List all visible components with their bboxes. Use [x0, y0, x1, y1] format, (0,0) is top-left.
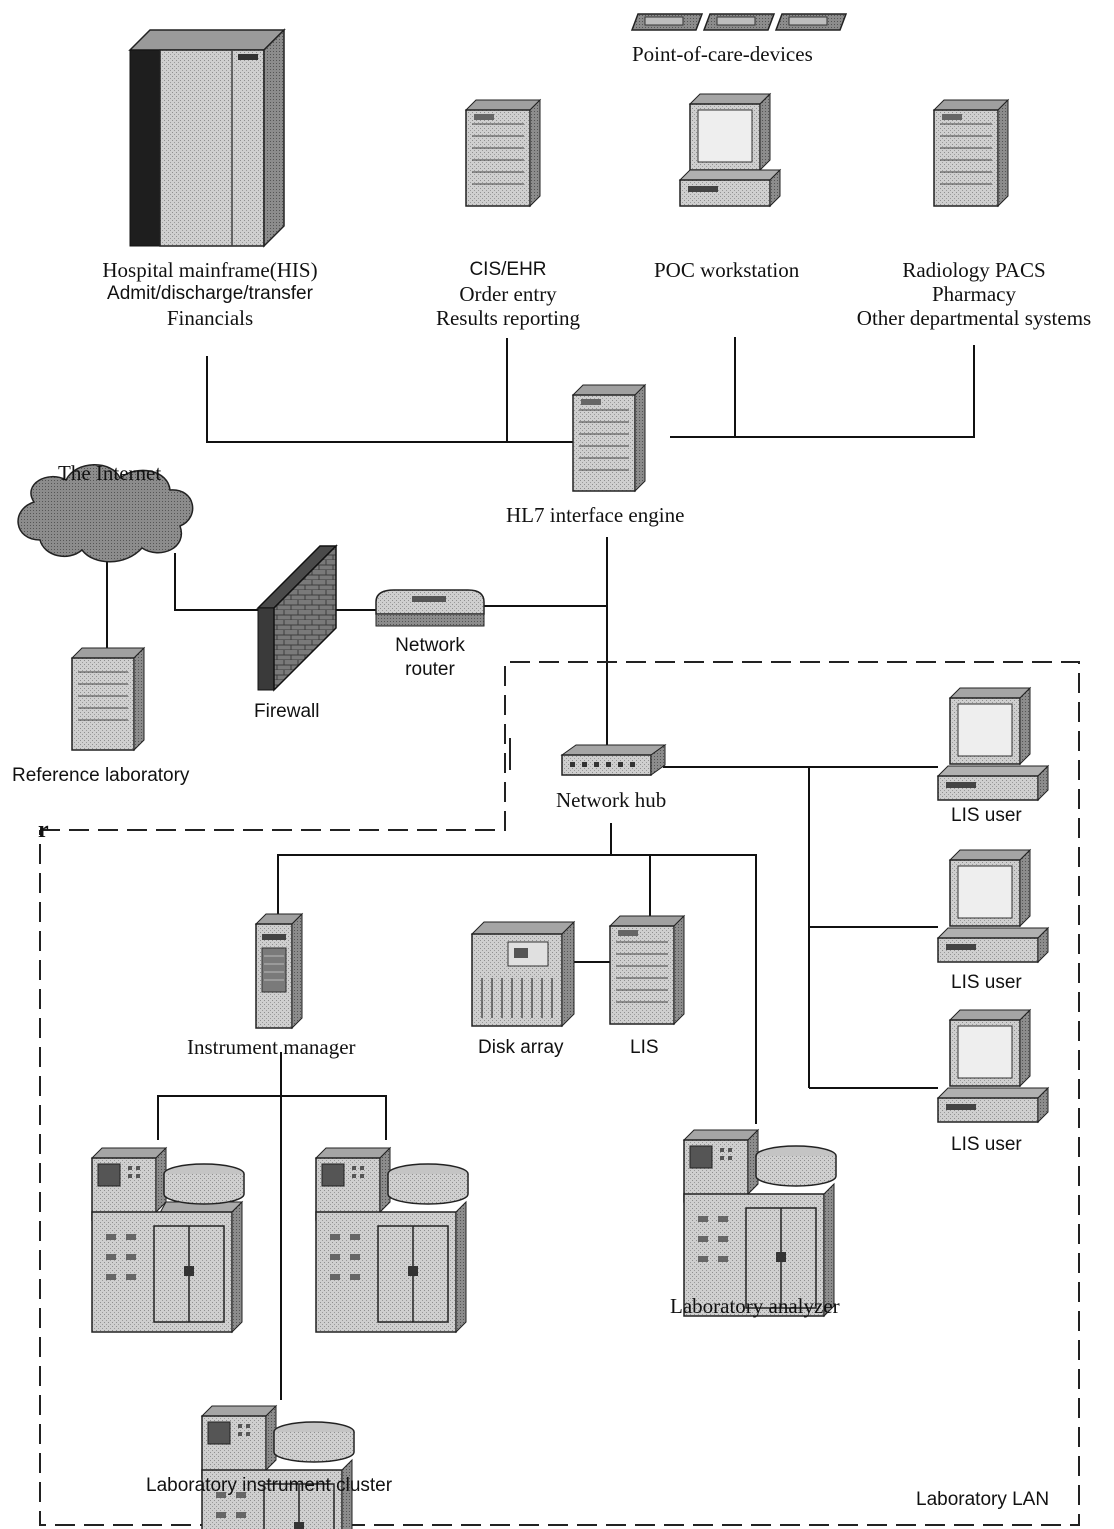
disk-array-label: Disk array	[478, 1037, 564, 1058]
cluster-bus	[157, 1095, 387, 1140]
point-of-care-devices-icon	[630, 13, 848, 31]
laboratory-lan-label: Laboratory LAN	[916, 1489, 1050, 1510]
hub-label: Network hub	[556, 788, 667, 812]
radiology-pharmacy: Pharmacy	[932, 282, 1016, 306]
workstation-icon	[678, 92, 782, 208]
lis-user-workstation-icon	[936, 686, 1050, 802]
firewall-icon	[256, 544, 338, 692]
router-label-group: Network router	[376, 634, 484, 682]
his-title: Hospital mainframe(HIS)	[102, 258, 318, 282]
radiology-server-icon	[932, 98, 1010, 208]
hub-icon	[560, 744, 667, 776]
reference-lab-server-icon	[70, 646, 146, 752]
cis-server-icon	[464, 98, 542, 208]
poc-device-icon	[774, 13, 848, 31]
poc-device-icon	[702, 13, 776, 31]
lis-user-label-1: LIS user	[951, 805, 1022, 826]
lan-bus	[277, 854, 757, 1124]
lis-user-workstation-icon	[936, 848, 1050, 964]
link-radiology-hl7	[670, 345, 975, 438]
instrument-cluster-label: Laboratory instrument cluster	[146, 1475, 393, 1496]
his-subtitle-financials: Financials	[166, 306, 254, 330]
lis-user-label-2: LIS user	[951, 972, 1022, 993]
internet-label: The Internet	[58, 461, 162, 485]
cis-results-reporting: Results reporting	[435, 306, 581, 330]
cis-label-group: CIS/EHR Order entry Results reporting	[408, 258, 608, 330]
analyzer-icon	[200, 1404, 355, 1529]
router-icon	[375, 589, 485, 627]
lis-server-icon	[608, 914, 686, 1026]
laboratory-lan-boundary	[39, 661, 1080, 1526]
connection-lines	[106, 337, 975, 1400]
analyzer-icon	[682, 1128, 837, 1318]
analyzer-icon	[314, 1146, 469, 1334]
router-label-line2: router	[405, 659, 455, 680]
mainframe-icon	[128, 28, 286, 248]
lis-user-workstation-icon	[936, 1008, 1050, 1124]
router-label-line1: Network	[395, 635, 465, 656]
hl7-server-icon	[571, 383, 647, 493]
hl7-label: HL7 interface engine	[506, 503, 685, 527]
lis-label: LIS	[630, 1037, 659, 1058]
lab-analyzer-label: Laboratory analyzer	[670, 1294, 840, 1318]
poc-workstation-label: POC workstation	[654, 258, 800, 282]
radiology-other: Other departmental systems	[856, 306, 1092, 330]
link-his-hl7	[206, 356, 575, 443]
radiology-title: Radiology PACS	[902, 258, 1046, 282]
his-subtitle-adt: Admit/discharge/transfer	[107, 283, 313, 304]
his-label-group: Hospital mainframe(HIS) Admit/discharge/…	[60, 258, 360, 330]
poc-devices-label: Point-of-care-devices	[632, 42, 813, 66]
instrument-manager-label: Instrument manager	[187, 1035, 356, 1059]
cloud-icon	[17, 464, 194, 563]
analyzer-icon	[90, 1146, 245, 1334]
corner-mark: r	[38, 817, 49, 843]
poc-device-icon	[630, 13, 704, 31]
reference-lab-label: Reference laboratory	[12, 765, 190, 786]
radiology-label-group: Radiology PACS Pharmacy Other department…	[836, 258, 1112, 330]
disk-array-icon	[470, 920, 576, 1028]
link-internet-firewall	[174, 553, 258, 611]
firewall-label: Firewall	[254, 701, 320, 722]
lis-user-label-3: LIS user	[951, 1134, 1022, 1155]
instrument-manager-icon	[254, 912, 304, 1030]
cis-order-entry: Order entry	[459, 282, 557, 306]
cis-title: CIS/EHR	[469, 259, 547, 280]
